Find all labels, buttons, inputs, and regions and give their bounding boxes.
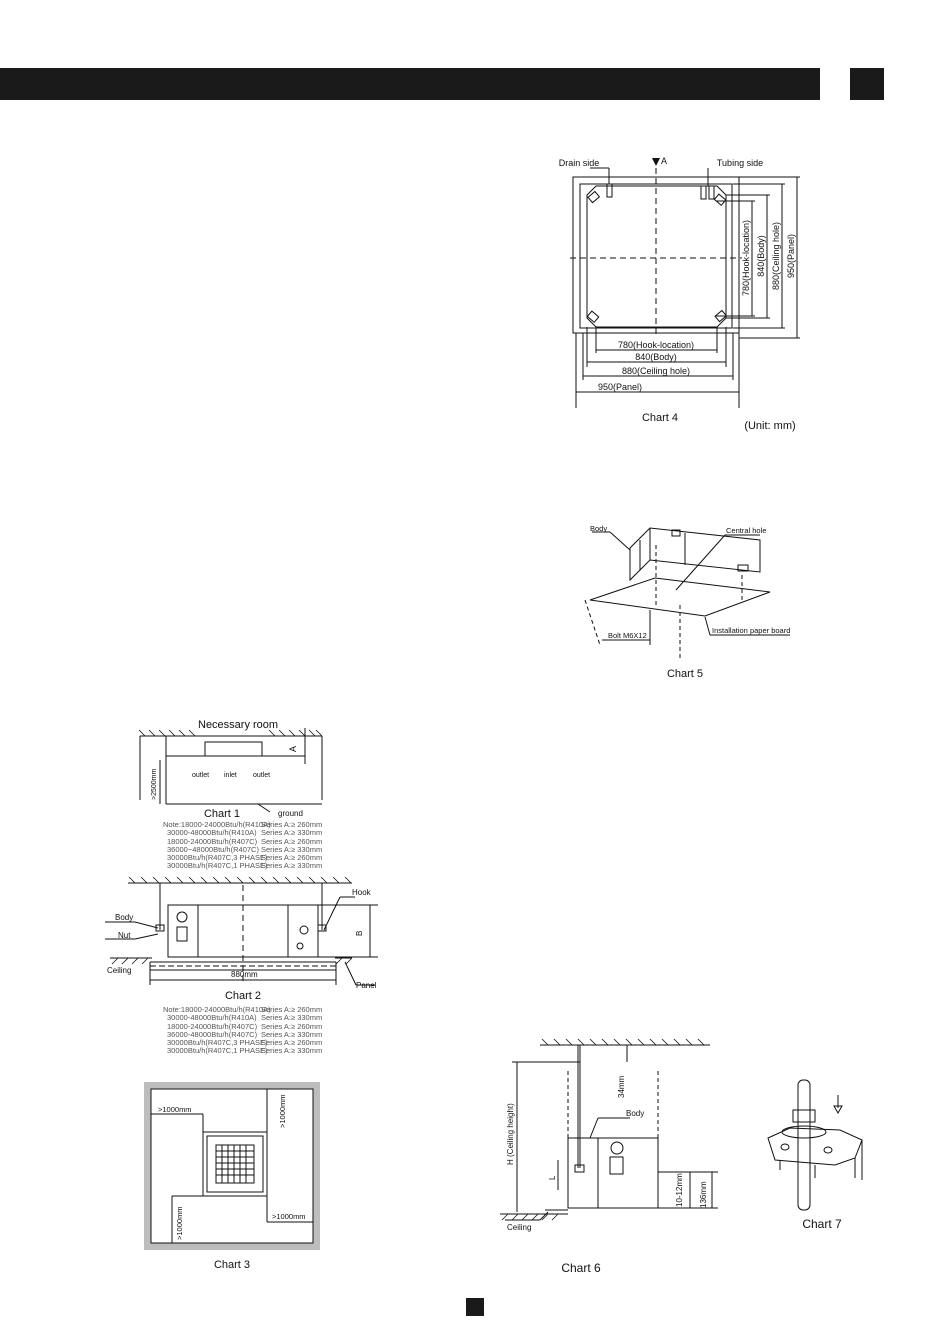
chart1-inlet: inlet [224, 772, 237, 779]
chart1-outlet-left: outlet [192, 772, 209, 779]
chart6-ceiling: Ceiling [507, 1223, 531, 1232]
chart3-bottom-right: >1000mm [272, 1212, 306, 1221]
chart2-diagram: Body Nut Ceiling Hook B 880mm Panel Char… [105, 876, 378, 1002]
chart2-hook: Hook [352, 888, 372, 897]
chart1-outlet-right: outlet [253, 772, 270, 779]
chart4-vdim-780: 780(Hook-location) [741, 220, 751, 296]
chart6-136mm: 136mm [699, 1181, 708, 1208]
note-row: 30000-48000Btu/h(R410A)Series A:≥ 330mm [167, 828, 323, 838]
note-row: 30000Btu/h(R407C,1 PHASE)Series A:≥ 330m… [167, 861, 323, 871]
chart5-paper-board: Installation paper board [712, 626, 790, 635]
chart4-caption: Chart 4 [642, 412, 678, 424]
chart4-unit: (Unit: mm) [744, 420, 795, 432]
chart3-diagram: >1000mm >1000mm >1000mm >1000mm Chart 3 [144, 1082, 320, 1271]
chart1-title: Necessary room [198, 719, 278, 731]
chart4-vdim-840: 840(Body) [756, 235, 766, 277]
chart4-drain-side: Drain side [559, 158, 600, 168]
chart6-height: H (Ceiling height) [506, 1103, 515, 1165]
chart6-l: L [548, 1175, 557, 1180]
note-row: 18000-24000Btu/h(R407C)Series A:≥ 260mm [167, 836, 323, 846]
chart5-body-label: Body [590, 524, 607, 533]
chart4-dim-880: 880(Ceiling hole) [622, 366, 690, 376]
chart1-notes: Note:18000-24000Btu/h(R410A)Series A:≥ 2… [163, 820, 323, 871]
chart2-b: B [355, 931, 364, 936]
chart2-ceiling: Ceiling [107, 966, 131, 975]
chart2-body: Body [115, 913, 133, 922]
chart4-diagram: Drain side Tubing side A 780(Hook-locati… [559, 156, 800, 432]
chart2-nut: Nut [118, 931, 131, 940]
chart1-a-label: A [288, 746, 298, 752]
note-row: 30000-48000Btu/h(R410A)Series A:≥ 330mm [167, 1013, 323, 1023]
note-row: 30000Btu/h(R407C,1 PHASE)Series A:≥ 330m… [167, 1046, 323, 1056]
chart4-tubing-side: Tubing side [717, 158, 763, 168]
page-number-marker [466, 1298, 484, 1316]
note-row: 36000~48000Btu/h(R407C)Series A:≥ 330mm [167, 844, 323, 854]
chart4-dim-780: 780(Hook-location) [618, 340, 694, 350]
chart5-caption: Chart 5 [667, 668, 703, 680]
chart5-diagram: Body Central hole Bolt M6X12 Installatio… [584, 524, 790, 680]
chart2-width: 880mm [231, 970, 258, 979]
chart4-dim-950: 950(Panel) [598, 382, 642, 392]
chart4-dim-840: 840(Body) [635, 352, 677, 362]
chart3-bottom-left: >1000mm [175, 1206, 184, 1240]
note-row: 18000-24000Btu/h(R407C)Series A:≥ 260mm [167, 1021, 323, 1031]
chart4-axis-a: A [661, 156, 667, 166]
note-row: 30000Btu/h(R407C,3 PHASE)Series A:≥ 260m… [167, 853, 323, 863]
chart1-diagram: Necessary room A >2500mm outlet inlet ou… [138, 719, 323, 820]
chart7-diagram: Chart 7 [767, 1079, 863, 1231]
header-tab [850, 68, 884, 100]
chart2-notes: Note:18000-24000Btu/h(R410A)Series A:≥ 2… [163, 1005, 323, 1056]
chart6-diagram: H (Ceiling height) 34mm Body L 10-12mm 1… [500, 1038, 718, 1275]
note-row: 30000Btu/h(R407C,3 PHASE)Series A:≥ 260m… [167, 1038, 323, 1048]
chart6-10-12mm: 10-12mm [675, 1173, 684, 1207]
chart4-vdim-880: 880(Ceiling hole) [771, 222, 781, 290]
chart2-caption: Chart 2 [225, 990, 261, 1002]
chart6-34mm: 34mm [617, 1075, 626, 1098]
note-row: Note:18000-24000Btu/h(R410A)Series A:≥ 2… [163, 1005, 323, 1014]
chart1-caption: Chart 1 [204, 808, 240, 820]
chart4-vdim-950: 950(Panel) [786, 234, 796, 278]
note-row: 36000-48000Btu/h(R407C)Series A:≥ 330mm [167, 1029, 323, 1039]
chart3-caption: Chart 3 [214, 1259, 250, 1271]
chart6-caption: Chart 6 [561, 1261, 601, 1275]
chart1-height: >2500mm [151, 769, 158, 800]
note-row: Note:18000-24000Btu/h(R410A)Series A:≥ 2… [163, 820, 323, 829]
chart5-bolt: Bolt M6X12 [608, 631, 647, 640]
chart7-caption: Chart 7 [802, 1217, 842, 1231]
header-bar [0, 68, 820, 100]
chart6-body: Body [626, 1109, 644, 1118]
chart2-panel: Panel [356, 981, 377, 990]
chart3-top-left: >1000mm [158, 1105, 192, 1114]
chart3-top-right: >1000mm [278, 1094, 287, 1128]
chart5-central-hole: Central hole [726, 526, 766, 535]
chart1-ground: ground [278, 809, 303, 818]
